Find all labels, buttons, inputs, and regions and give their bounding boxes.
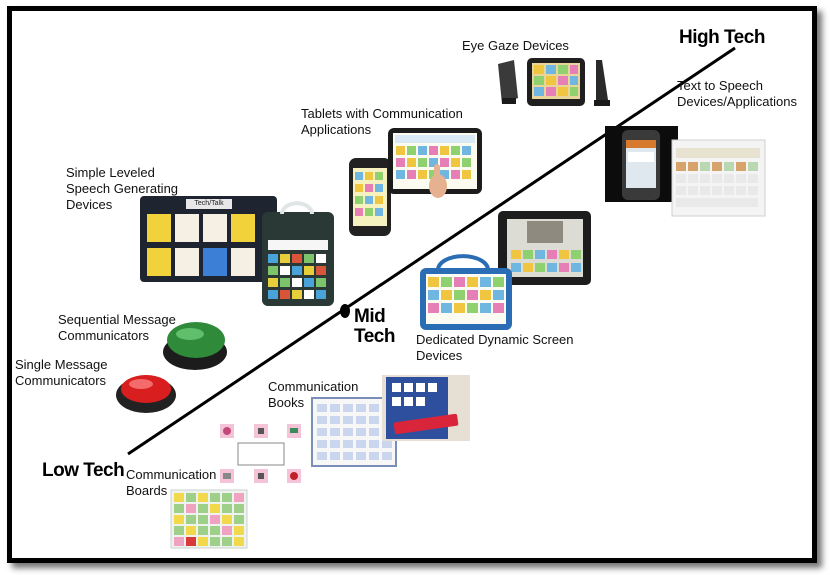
leveled-device-image <box>140 196 277 282</box>
low-tech-label: Low Tech <box>42 460 125 481</box>
communication-boards-label: Communication Boards <box>126 467 217 498</box>
communication-board-image <box>170 489 248 549</box>
single-message-communicator-image <box>116 375 176 413</box>
single-message-label: Single Message Communicators <box>15 357 108 388</box>
dedicated-device-back-image <box>498 211 591 285</box>
sequential-message-label: Sequential Message Communicators <box>58 312 176 343</box>
go-talk-device-image <box>262 201 334 306</box>
phone-aac-image <box>349 158 391 236</box>
dedicated-dynamic-label: Dedicated Dynamic Screen Devices <box>416 332 574 363</box>
text-to-speech-devices-image <box>605 126 766 217</box>
simple-leveled-label: Simple Leveled Speech Generating Devices <box>66 165 179 212</box>
dedicated-device-front-image <box>420 254 512 330</box>
high-tech-label: High Tech <box>679 27 765 48</box>
mid-tech-marker <box>340 304 350 318</box>
communication-books-label: Communication Books <box>268 379 359 410</box>
tablets-label: Tablets with Communication Applications <box>301 106 463 137</box>
leveled-device-brand: Tech/Talk <box>194 200 224 207</box>
pecs-book-image <box>382 375 470 441</box>
communication-symbols-image <box>220 424 301 483</box>
eye-gaze-devices-image <box>498 58 610 106</box>
tablet-aac-image <box>388 128 482 198</box>
sequential-message-communicator-image <box>163 322 227 370</box>
mid-tech-label: Mid Tech <box>354 306 395 347</box>
eye-gaze-label: Eye Gaze Devices <box>462 38 569 53</box>
text-to-speech-label: Text to Speech Devices/Applications <box>677 78 797 109</box>
tech-progression-line <box>127 46 736 456</box>
diagram-frame <box>7 6 817 563</box>
